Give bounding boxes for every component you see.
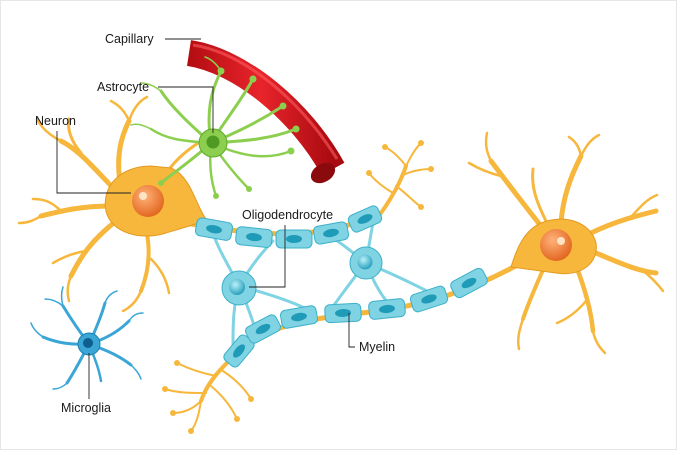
oligodendrocyte-cell-2 [350, 247, 382, 279]
label-microglia: Microglia [61, 353, 111, 415]
label-astrocyte-text: Astrocyte [97, 80, 149, 94]
oligodendrocyte-cell-1 [222, 271, 256, 305]
label-myelin-text: Myelin [359, 340, 395, 354]
myelin-lower [222, 267, 489, 369]
label-microglia-text: Microglia [61, 401, 111, 415]
axon-terminal-upper [369, 143, 431, 213]
microglia-body [78, 333, 100, 355]
neuron-right [469, 133, 663, 353]
axon-terminal-dots-upper [366, 140, 434, 210]
neuron-left [19, 97, 206, 311]
label-oligodendrocyte-text: Oligodendrocyte [242, 208, 333, 222]
leader-astrocyte [158, 87, 213, 133]
label-neuron-text: Neuron [35, 114, 76, 128]
astrocyte-body [199, 129, 227, 157]
label-capillary: Capillary [105, 32, 201, 46]
axon-terminal-dots [162, 360, 254, 434]
label-astrocyte: Astrocyte [97, 80, 213, 133]
label-capillary-text: Capillary [105, 32, 154, 46]
